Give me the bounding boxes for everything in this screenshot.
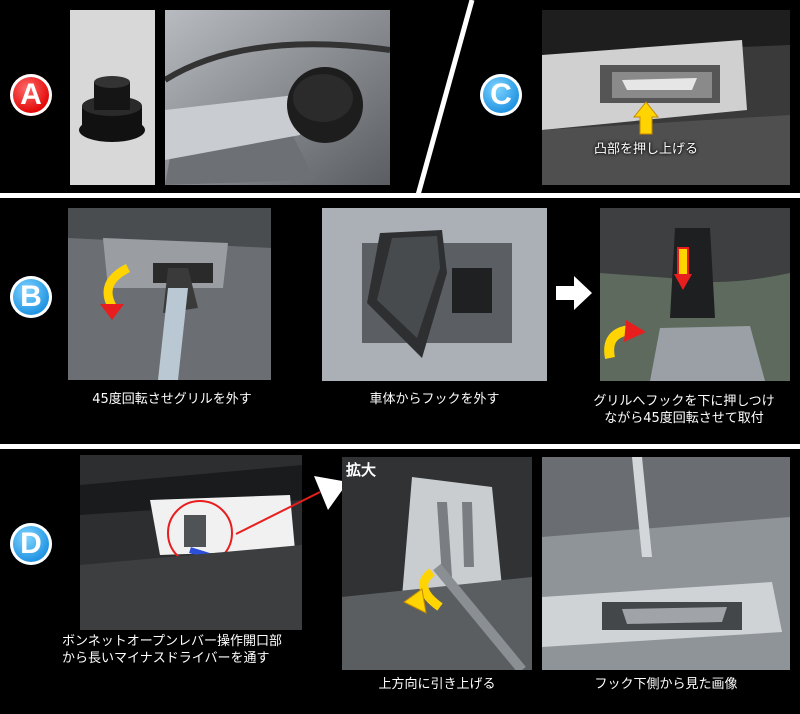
caption-d1-line2: から長いマイナスドライバーを通す [62, 651, 270, 666]
divider-top [0, 193, 800, 198]
hook-remove-photo [322, 208, 547, 381]
badge-c: C [480, 74, 522, 116]
hook-install-photo [600, 208, 790, 381]
pull-up-photo: 拡大 [342, 457, 532, 670]
lever-opening-photo [80, 455, 302, 630]
zoom-arrow-icon [235, 476, 348, 535]
caption-b3-line2: ながら45度回転させて取付 [604, 411, 764, 426]
hook-on-body-image [322, 208, 547, 381]
caption-d1: ボンネットオープンレバー操作開口部 から長いマイナスドライバーを通す [62, 633, 322, 667]
caption-b3-line1: グリルへフックを下に押しつけ [593, 394, 775, 409]
pull-up-closeup-image [342, 457, 532, 670]
badge-a: A [10, 74, 52, 116]
grille-rotate-photo [68, 208, 271, 380]
hook-push-photo: 凸部を押し上げる [542, 10, 790, 185]
caption-b2: 車体からフックを外す [369, 392, 500, 407]
section-divider-diagonal [415, 0, 475, 195]
hook-underside-photo [542, 457, 790, 670]
badge-d: D [10, 523, 52, 565]
caption-b1: 45度回転させグリルを外す [92, 392, 252, 407]
wrench-photo [165, 10, 390, 185]
caption-d1-line1: ボンネットオープンレバー操作開口部 [62, 634, 282, 649]
divider-bottom [0, 444, 800, 449]
caption-d2: 上方向に引き上げる [378, 677, 496, 692]
caption-b3: グリルへフックを下に押しつけ ながら45度回転させて取付 [570, 393, 798, 427]
push-clip-image [70, 10, 155, 185]
caption-d3: フック下側から見た画像 [594, 677, 738, 692]
hook-install-image [600, 208, 790, 381]
next-arrow-icon [556, 276, 592, 310]
push-up-caption: 凸部を押し上げる [594, 142, 699, 157]
lever-opening-image [80, 455, 302, 630]
badge-b: B [10, 276, 52, 318]
hook-underside-image [542, 457, 790, 670]
clip-photo [70, 10, 155, 185]
wrench-removing-clip-image [165, 10, 390, 185]
grille-rotate-image [68, 208, 271, 380]
hook-closeup-image [542, 10, 790, 185]
zoom-label: 拡大 [346, 461, 377, 479]
